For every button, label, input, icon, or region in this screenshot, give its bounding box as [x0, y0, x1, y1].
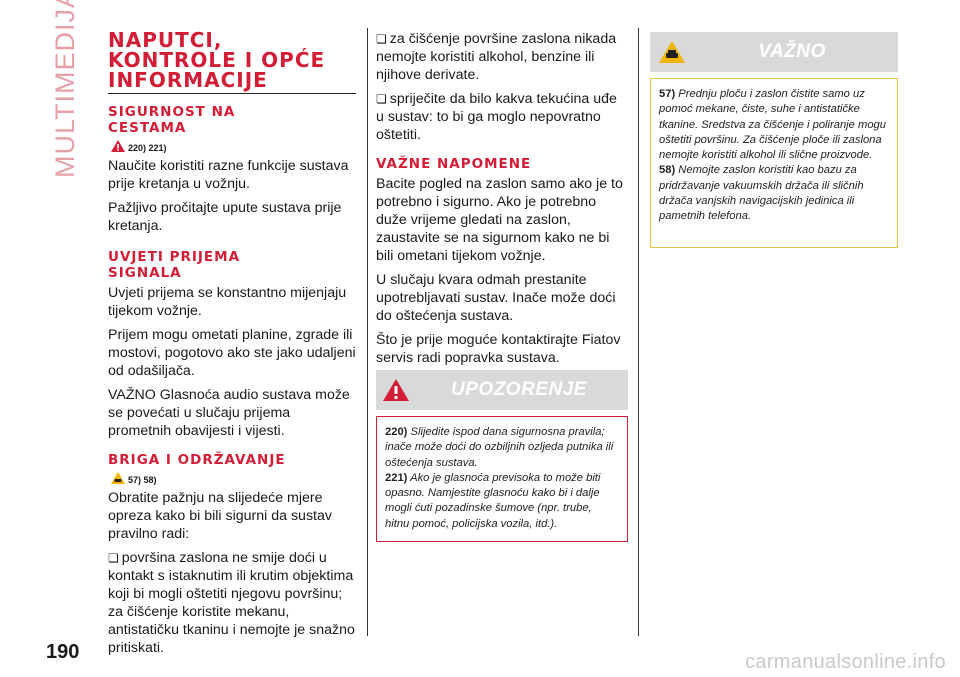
paragraph: Bacite pogled na zaslon samo ako je to p… [376, 176, 623, 264]
warning-box-header: UPOZORENJE [376, 370, 628, 410]
warning-box-title: UPOZORENJE [451, 379, 587, 400]
page-number: 190 [46, 641, 80, 663]
car-warning-icon [111, 472, 125, 484]
section-side-title: MULTIMEDIJA [42, 0, 82, 180]
important-box-title: VAŽNO [758, 41, 826, 62]
bullet-item: spriječite da bilo kakva tekućina uđe u … [376, 90, 626, 144]
column-2: za čišćenje površine zaslona nikada nemo… [376, 30, 626, 373]
section-heading-sigurnost: SIGURNOST NA CESTAMA [108, 104, 356, 136]
note-number: 57) [659, 88, 676, 100]
car-warning-icon [659, 41, 685, 63]
bullet-item: za čišćenje površine zaslona nikada nemo… [376, 30, 626, 84]
important-box: 57) Prednju ploču i zaslon čistite samo … [650, 78, 898, 248]
note-text: Prednju ploču i zaslon čistite samo uz p… [659, 88, 886, 162]
warning-reference: 220) 221) [110, 139, 356, 153]
warning-box: 220) Slijedite ispod dana sigurnosna pra… [376, 416, 628, 542]
side-title-text: MULTIMEDIJA [50, 0, 80, 178]
note-text: Ako je glasnoća previsoka to može biti o… [385, 471, 601, 530]
paragraph: Prijem mogu ometati planine, zgrade ili … [108, 327, 356, 379]
note-text: Nemojte zaslon koristiti kao bazu za pri… [659, 164, 864, 223]
section-heading-vazne: VAŽNE NAPOMENE [376, 156, 532, 172]
note-number: 220) [385, 426, 408, 438]
warning-item: 220) Slijedite ispod dana sigurnosna pra… [385, 425, 619, 471]
section-heading-uvjeti: UVJETI PRIJEMA SIGNALA [108, 249, 356, 281]
important-item: 57) Prednju ploču i zaslon čistite samo … [659, 87, 889, 163]
warning-triangle-icon [383, 379, 409, 401]
heading-line: SIGNALA [108, 265, 182, 281]
paragraph: Obratite pažnju na slijedeće mjere oprez… [108, 490, 332, 542]
heading-line: UVJETI PRIJEMA [108, 249, 241, 265]
paragraph: Uvjeti prijema se konstantno mijenjaju t… [108, 285, 347, 319]
warning-reference: 57) 58) [110, 471, 356, 485]
paragraph: VAŽNO Glasnoća audio sustava može se pov… [108, 387, 350, 439]
note-number: 221) [385, 471, 408, 484]
section-heading-briga: BRIGA I ODRŽAVANJE [108, 452, 286, 468]
watermark: carmanualsonline.info [745, 651, 946, 673]
important-item: 58) Nemojte zaslon koristiti kao bazu za… [659, 163, 889, 224]
column-divider [367, 28, 368, 636]
paragraph: Pažljivo pročitajte upute sustava prije … [108, 200, 342, 234]
chapter-title-line: INFORMACIJE [108, 68, 268, 92]
important-box-header: VAŽNO [650, 32, 898, 72]
heading-line: CESTAMA [108, 120, 187, 136]
note-text: Slijedite ispod dana sigurnosna pravila;… [385, 426, 614, 469]
warning-item: 221) Ako je glasnoća previsoka to može b… [385, 471, 619, 532]
heading-line: SIGURNOST NA [108, 104, 236, 120]
paragraph: U slučaju kvara odmah prestanite upotreb… [376, 272, 616, 324]
reference-numbers: 220) 221) [128, 143, 167, 153]
chapter-title-line: NAPUTCI, [108, 28, 223, 52]
paragraph: Naučite koristiti razne funkcije sustava… [108, 158, 349, 192]
paragraph: Što je prije moguće kontaktirajte Fiatov… [376, 332, 621, 366]
warning-triangle-icon [111, 140, 125, 152]
column-divider [638, 28, 639, 636]
bullet-item: površina zaslona ne smije doći u kontakt… [108, 549, 356, 657]
chapter-title: NAPUTCI, KONTROLE I OPĆE INFORMACIJE [108, 30, 356, 94]
note-number: 58) [659, 164, 676, 177]
column-1: NAPUTCI, KONTROLE I OPĆE INFORMACIJE SIG… [108, 30, 356, 663]
chapter-title-line: KONTROLE I OPĆE [108, 48, 326, 72]
reference-numbers: 57) 58) [128, 475, 157, 485]
